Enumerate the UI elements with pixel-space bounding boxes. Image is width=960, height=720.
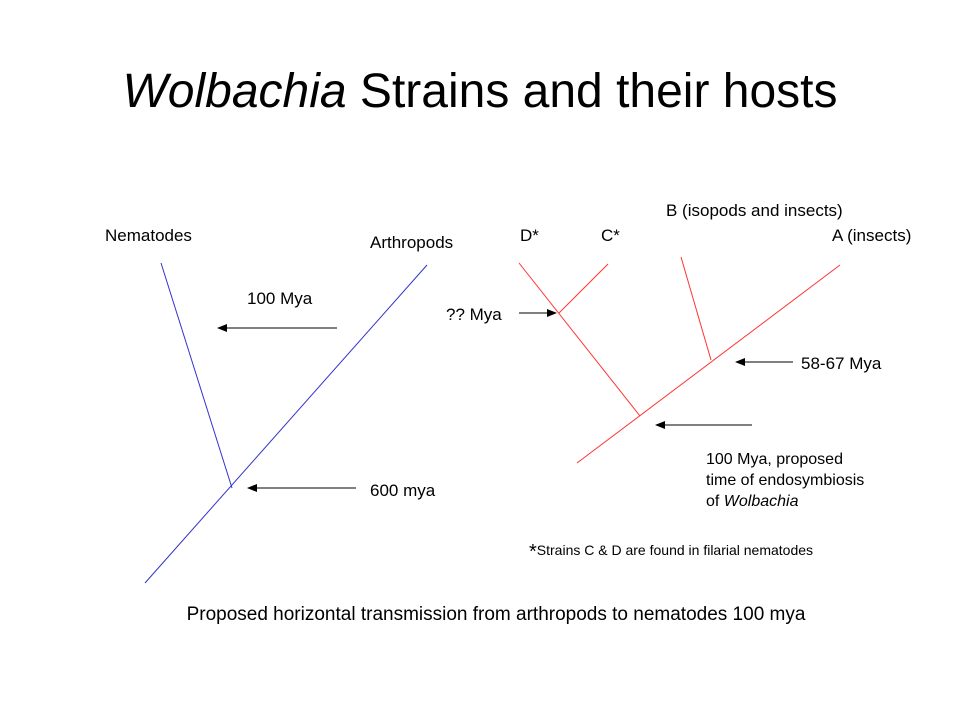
label-strain-c: C* [601, 226, 620, 245]
endo-line-1: 100 Mya, proposed [706, 451, 843, 468]
slide-title: Wolbachia Strains and their hosts [0, 62, 960, 122]
cd-clade-branch [518, 262, 641, 417]
label-unknown-mya: ?? Mya [446, 305, 502, 324]
endo-line-2: time of endosymbiosis [706, 472, 865, 489]
label-600-mya: 600 mya [370, 481, 436, 500]
label-strain-a: A (insects) [832, 226, 912, 245]
title-genus: Wolbachia [122, 65, 347, 118]
label-100-mya: 100 Mya [247, 289, 313, 308]
slide-caption: Proposed horizontal transmission from ar… [186, 604, 806, 625]
footnote-star: * [529, 541, 537, 563]
endo-line-3: of Wolbachia [706, 493, 799, 510]
footnote-text: Strains C & D are found in filarial nema… [536, 542, 814, 558]
label-strain-b: B (isopods and insects) [666, 201, 843, 220]
endo-genus: Wolbachia [723, 493, 799, 510]
footnote: *Strains C & D are found in filarial nem… [529, 541, 813, 564]
label-endosymbiosis: 100 Mya, proposed time of endosymbiosis … [706, 449, 864, 512]
b-strain-branch [680, 256, 712, 361]
label-strain-d: D* [520, 226, 539, 245]
label-arthropods: Arthropods [370, 233, 454, 252]
main-wolbachia-branch [576, 264, 841, 464]
arthropod-branch [144, 264, 428, 584]
c-strain-branch [558, 263, 609, 314]
nematode-branch [160, 262, 233, 489]
title-rest: Strains and their hosts [346, 65, 838, 118]
label-nematodes: Nematodes [105, 226, 192, 245]
label-58-67-mya: 58-67 Mya [801, 354, 882, 373]
